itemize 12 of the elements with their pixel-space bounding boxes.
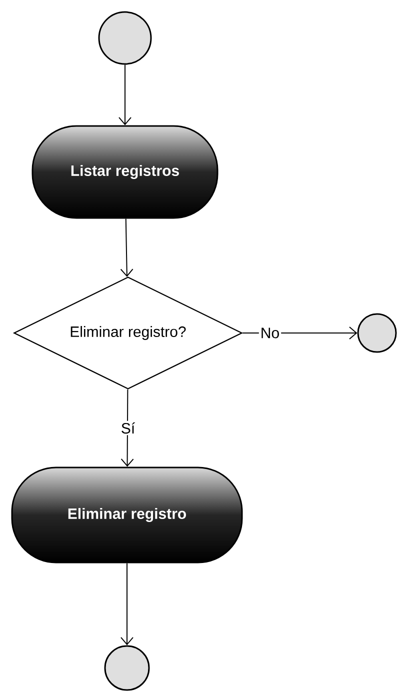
action-box: Listar registros: [32, 125, 218, 219]
arrow: [120, 562, 134, 646]
arrow: [118, 64, 132, 126]
state-circle: [357, 313, 397, 353]
arrow: [242, 326, 358, 340]
edge-label: No: [258, 326, 282, 340]
state-circle: [104, 645, 150, 691]
edge-label: Sí: [119, 420, 137, 436]
state-circle: [98, 11, 152, 65]
arrow: [120, 388, 134, 467]
arrow: [120, 218, 134, 277]
action-box: Eliminar registro: [11, 466, 243, 564]
